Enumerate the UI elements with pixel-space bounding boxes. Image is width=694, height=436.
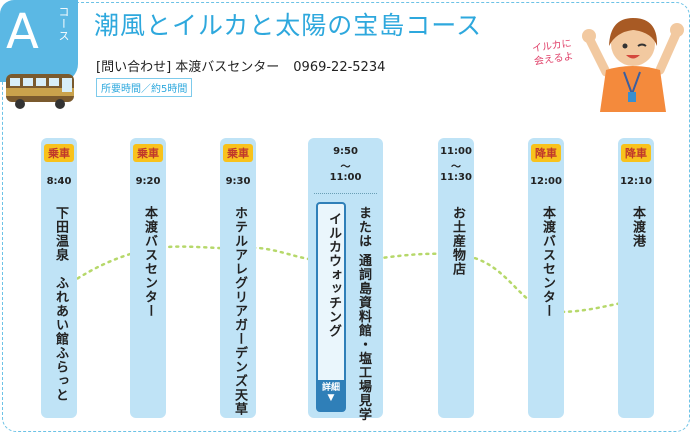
alighting-tag: 降車 <box>531 144 561 162</box>
stop-hondo-bus-center-drop: 降車 12:00 本渡バスセンター <box>528 138 564 418</box>
stop-hondo-bus-center: 乗車 9:20 本渡バスセンター <box>130 138 166 418</box>
stop-name: 本渡バスセンター <box>142 206 157 318</box>
page-title: 潮風とイルカと太陽の宝島コース <box>94 11 483 40</box>
stop-time-start: 9:50 <box>333 146 358 157</box>
boarding-tag: 乗車 <box>223 144 253 162</box>
contact-phone: 0969-22-5234 <box>293 60 386 75</box>
stop-time: 9:20 <box>135 176 161 187</box>
stop-time: 12:10 <box>620 176 652 187</box>
time-separator <box>314 193 377 194</box>
stop-hotel-alegria: 乗車 9:30 ホテルアレグリアガーデンズ天草 <box>220 138 256 418</box>
stop-name: ホテルアレグリアガーデンズ天草 <box>232 206 247 416</box>
course-sub-label: コース <box>57 6 70 42</box>
stop-hondo-port: 降車 12:10 本渡港 <box>618 138 654 418</box>
stop-time-tilde: 〜 <box>340 162 351 173</box>
boarding-tag: 乗車 <box>44 144 74 162</box>
stop-time-end: 11:30 <box>440 172 472 183</box>
boarding-tag: 乗車 <box>133 144 163 162</box>
course-letter: A <box>6 4 39 60</box>
speech-bubble: イルカに 会えるよ <box>531 38 575 68</box>
chevron-down-icon: ▼ <box>327 393 335 403</box>
stop-name: お土産物店 <box>450 206 465 276</box>
stop-name: 本渡バスセンター <box>540 206 555 318</box>
detail-label: 詳細 <box>321 383 340 393</box>
stop-time-start: 11:00 <box>440 146 472 157</box>
stop-time: 12:00 <box>530 176 562 187</box>
duration-badge: 所要時間／約5時間 <box>96 78 193 97</box>
stop-shimoda-onsen: 乗車 8:40 下田温泉 ふれあい館ふらっと <box>41 138 77 418</box>
activity-alternative: または 通詞島資料館・塩工場見学 <box>356 206 371 422</box>
bus-icon <box>6 74 74 109</box>
mascot-girl-icon <box>582 18 684 112</box>
stop-souvenir-shop: 11:00 〜 11:30 お土産物店 <box>438 138 474 418</box>
contact-label: [問い合わせ] 本渡バスセンター <box>96 60 280 75</box>
dolphin-watching-detail-box[interactable]: イルカウォッチング 詳細 ▼ <box>316 202 346 412</box>
stop-time: 9:30 <box>225 176 251 187</box>
stop-dolphin-watching: 9:50 〜 11:00 イルカウォッチング 詳細 ▼ または 通詞島資料館・塩… <box>308 138 383 422</box>
alighting-tag: 降車 <box>621 144 651 162</box>
activity-name: イルカウォッチング <box>326 212 341 338</box>
detail-button[interactable]: 詳細 ▼ <box>318 380 344 410</box>
stop-time-tilde: 〜 <box>451 162 461 173</box>
stop-name: 下田温泉 ふれあい館ふらっと <box>53 206 68 402</box>
stop-time: 8:40 <box>46 176 72 187</box>
stop-time-end: 11:00 <box>329 172 362 183</box>
course-frame <box>2 2 690 432</box>
course-badge: A コース <box>0 0 78 82</box>
stop-name: 本渡港 <box>630 206 645 248</box>
contact-info: [問い合わせ] 本渡バスセンター 0969-22-5234 <box>96 56 385 75</box>
